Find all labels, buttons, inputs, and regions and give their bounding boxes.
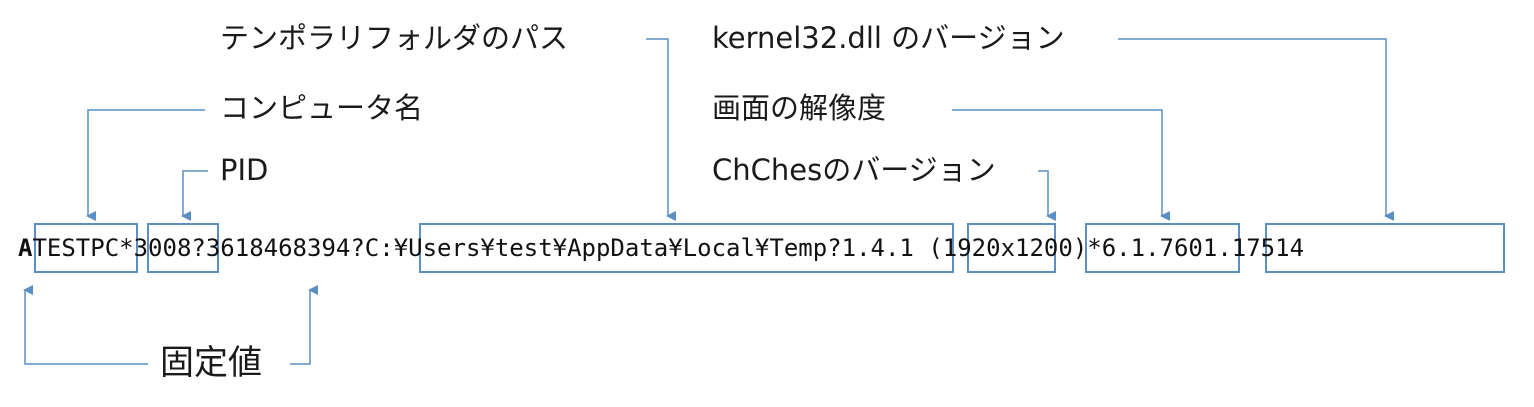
label-chches-version: ChChesのバージョン [712, 153, 996, 187]
field-kernel-version: 6.1.7601.17514 [1101, 234, 1305, 262]
field-separator-4: ( [913, 234, 943, 262]
label-temp-folder-path: テンポラリフォルダのパス [220, 21, 569, 55]
field-computer-name: TESTPC [32, 234, 120, 262]
box-chches-version [967, 223, 1056, 273]
label-screen-resolution: 画面の解像度 [712, 91, 887, 125]
box-pid [147, 223, 219, 273]
connector-chches-version [1038, 170, 1056, 221]
field-resolution: 1920x1200 [942, 234, 1073, 262]
connector-temp-path [646, 38, 676, 221]
label-computer-name: コンピュータ名 [220, 91, 424, 125]
connector-fixed-right [290, 285, 318, 365]
field-pid: 3008 [133, 234, 192, 262]
label-kernel32-version: kernel32.dll のバージョン [712, 21, 1065, 55]
field-separator-1: * [119, 234, 134, 262]
field-separator-5: )* [1072, 234, 1102, 262]
box-temp-path [419, 223, 954, 273]
connector-resolution [952, 109, 1170, 221]
box-computer-name [34, 223, 138, 273]
label-pid: PID [220, 153, 269, 187]
box-resolution [1085, 223, 1240, 273]
field-separator-2: ?3618468394? [191, 234, 365, 262]
connector-pid [181, 170, 208, 221]
connector-kernel-version [1118, 38, 1394, 221]
connector-fixed-left [23, 285, 148, 365]
field-temp-path: C:¥Users¥test¥AppData¥Local¥Temp [364, 234, 828, 262]
field-prefix: A [18, 234, 33, 262]
field-separator-3: ? [827, 234, 842, 262]
box-kernel-version [1265, 223, 1505, 273]
label-fixed-value: 固定値 [160, 343, 262, 383]
connector-computer-name [86, 109, 205, 221]
field-chches-version: 1.4.1 [841, 234, 914, 262]
encoded-data-string: ATESTPC*3008?3618468394?C:¥Users¥test¥Ap… [18, 236, 1304, 260]
